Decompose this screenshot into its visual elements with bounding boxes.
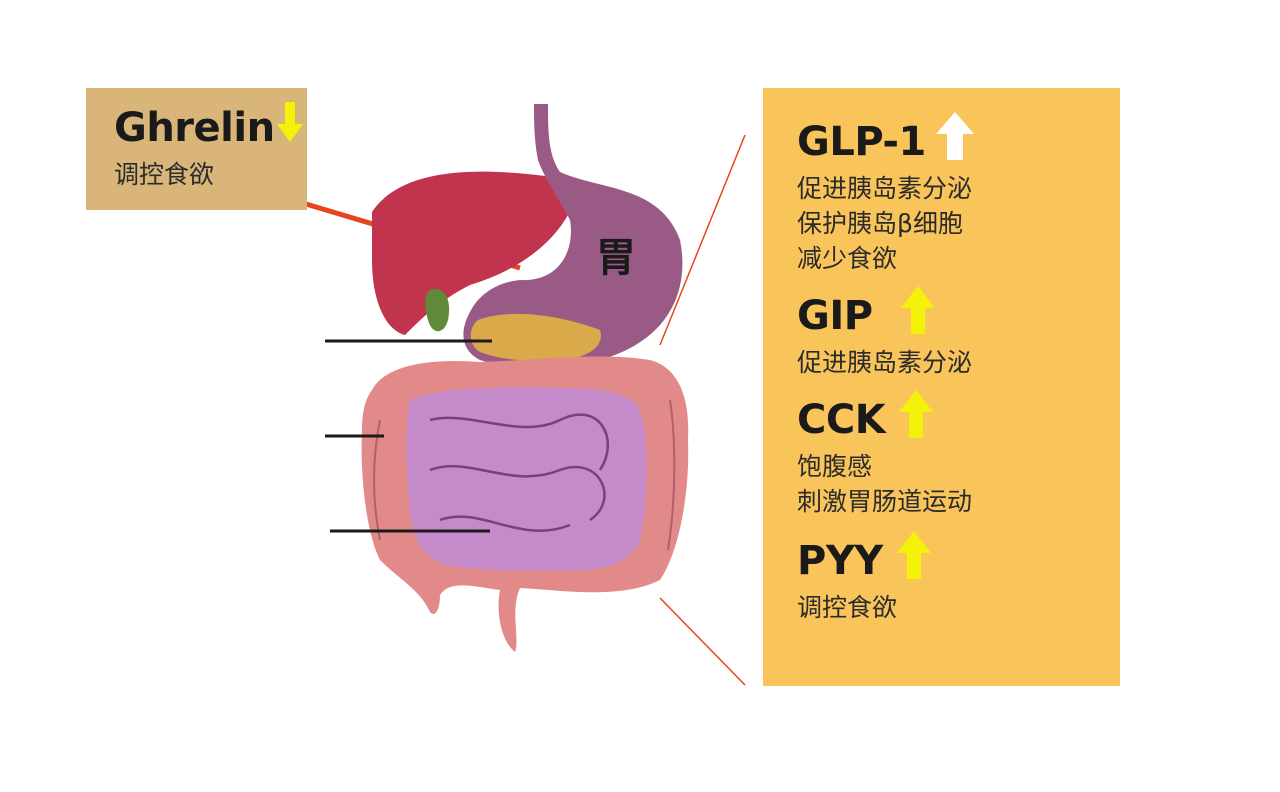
hormone-name: GIP <box>797 292 873 339</box>
up-arrow-icon <box>899 390 934 449</box>
panel-pointer-top <box>659 134 746 346</box>
stomach-label: 胃 <box>596 235 636 281</box>
pancreas-shape <box>470 313 601 361</box>
ghrelin-card: Ghrelin 调控食欲 <box>86 88 307 210</box>
up-arrow-icon <box>900 286 935 345</box>
panel-pointer-bottom <box>659 597 746 686</box>
hormone-desc-line: 促进胰岛素分泌 <box>797 348 973 377</box>
hormone-desc-line: 调控食欲 <box>797 593 898 622</box>
hormone-entry-gip: GIP 促进胰岛素分泌 <box>797 286 1120 380</box>
gallbladder-shape <box>425 289 450 332</box>
hormone-title: GIP <box>797 286 1120 345</box>
hormone-desc-line: 促进胰岛素分泌 <box>797 174 973 203</box>
up-arrow-icon <box>896 531 931 590</box>
large-intestine-folds <box>373 399 676 551</box>
liver-shape <box>372 171 575 335</box>
incretin-hormone-panel: GLP-1 促进胰岛素分泌 保护胰岛β细胞 减少食欲 GIP 促进胰岛素分泌 C… <box>763 88 1120 686</box>
hormone-desc-line: 减少食欲 <box>797 244 898 273</box>
hormone-entry-pyy: PYY 调控食欲 <box>797 531 1120 625</box>
hormone-desc-line: 饱腹感 <box>797 452 873 481</box>
hormone-entry-cck: CCK 饱腹感 刺激胃肠道运动 <box>797 390 1120 519</box>
hormone-desc-line: 刺激胃肠道运动 <box>797 487 973 516</box>
hormone-entry-glp1: GLP-1 促进胰岛素分泌 保护胰岛β细胞 减少食欲 <box>797 112 1120 276</box>
ghrelin-title: Ghrelin <box>114 102 307 153</box>
hormone-name: PYY <box>797 537 883 584</box>
hormone-title: PYY <box>797 531 1120 590</box>
small-intestine-shape <box>406 387 647 571</box>
small-intestine-coils <box>429 413 610 532</box>
ghrelin-name: Ghrelin <box>114 104 275 151</box>
hormone-title: CCK <box>797 390 1120 449</box>
hormone-name: CCK <box>797 396 886 443</box>
ghrelin-desc-line: 调控食欲 <box>114 160 215 189</box>
hormone-name: GLP-1 <box>797 118 926 165</box>
hormone-title: GLP-1 <box>797 112 1120 171</box>
hormone-desc-line: 保护胰岛β细胞 <box>797 209 963 238</box>
stomach-shape <box>463 104 683 369</box>
up-arrow-icon <box>935 112 974 171</box>
down-arrow-icon <box>276 102 303 153</box>
